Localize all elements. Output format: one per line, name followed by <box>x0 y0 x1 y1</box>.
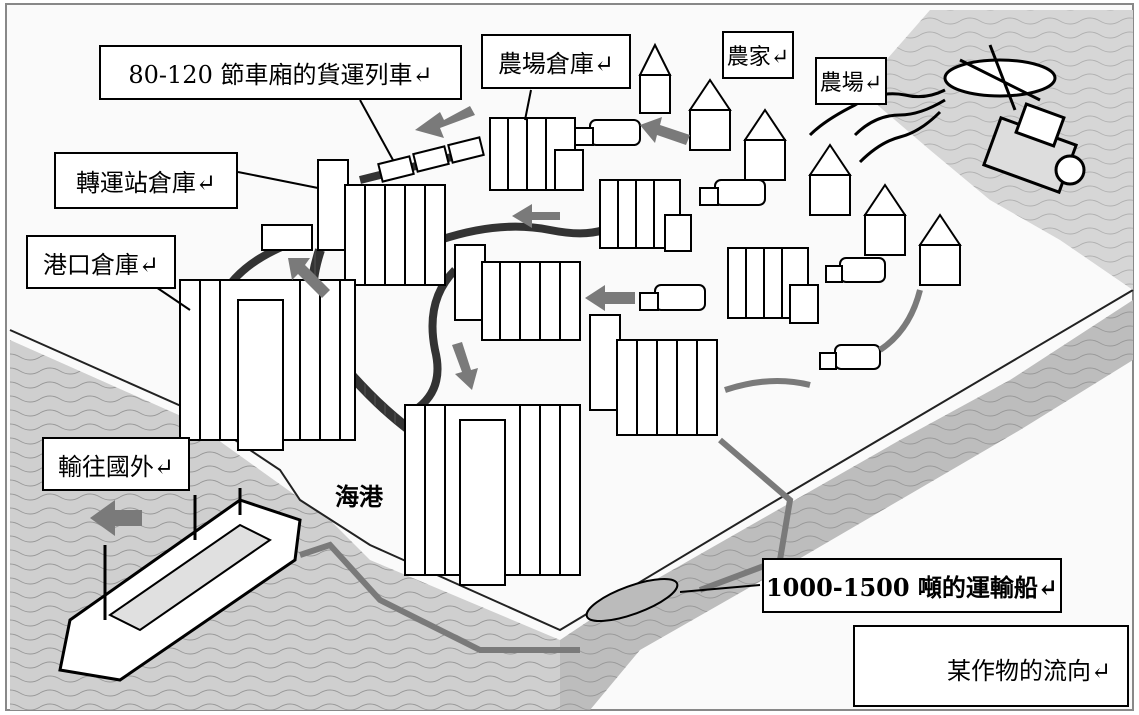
label-transfer-warehouse: 轉運站倉庫↵ <box>54 152 238 209</box>
label-port-warehouse: 港口倉庫↵ <box>26 235 176 289</box>
silo-building-icon <box>600 180 691 251</box>
legend: 某作物的流向↵ <box>853 625 1129 707</box>
legend-text: 某作物的流向↵ <box>947 651 1111 686</box>
shed-icon <box>262 225 312 250</box>
silo-building-icon <box>405 405 580 585</box>
label-farmer: 農家↵ <box>722 31 794 79</box>
label-farm-warehouse: 農場倉庫↵ <box>481 34 631 89</box>
silo-building-icon <box>180 280 355 450</box>
label-export: 輸往國外↵ <box>42 437 190 491</box>
silo-building-icon <box>728 248 818 323</box>
label-seaport: 海港 <box>335 477 383 512</box>
label-freight-train: 80-120 節車廂的貨運列車↵ <box>99 45 462 100</box>
label-barge: 1000-1500 噸的運輸船↵ <box>762 558 1062 613</box>
silo-building-icon <box>490 118 583 190</box>
label-farm: 農場↵ <box>815 57 887 105</box>
